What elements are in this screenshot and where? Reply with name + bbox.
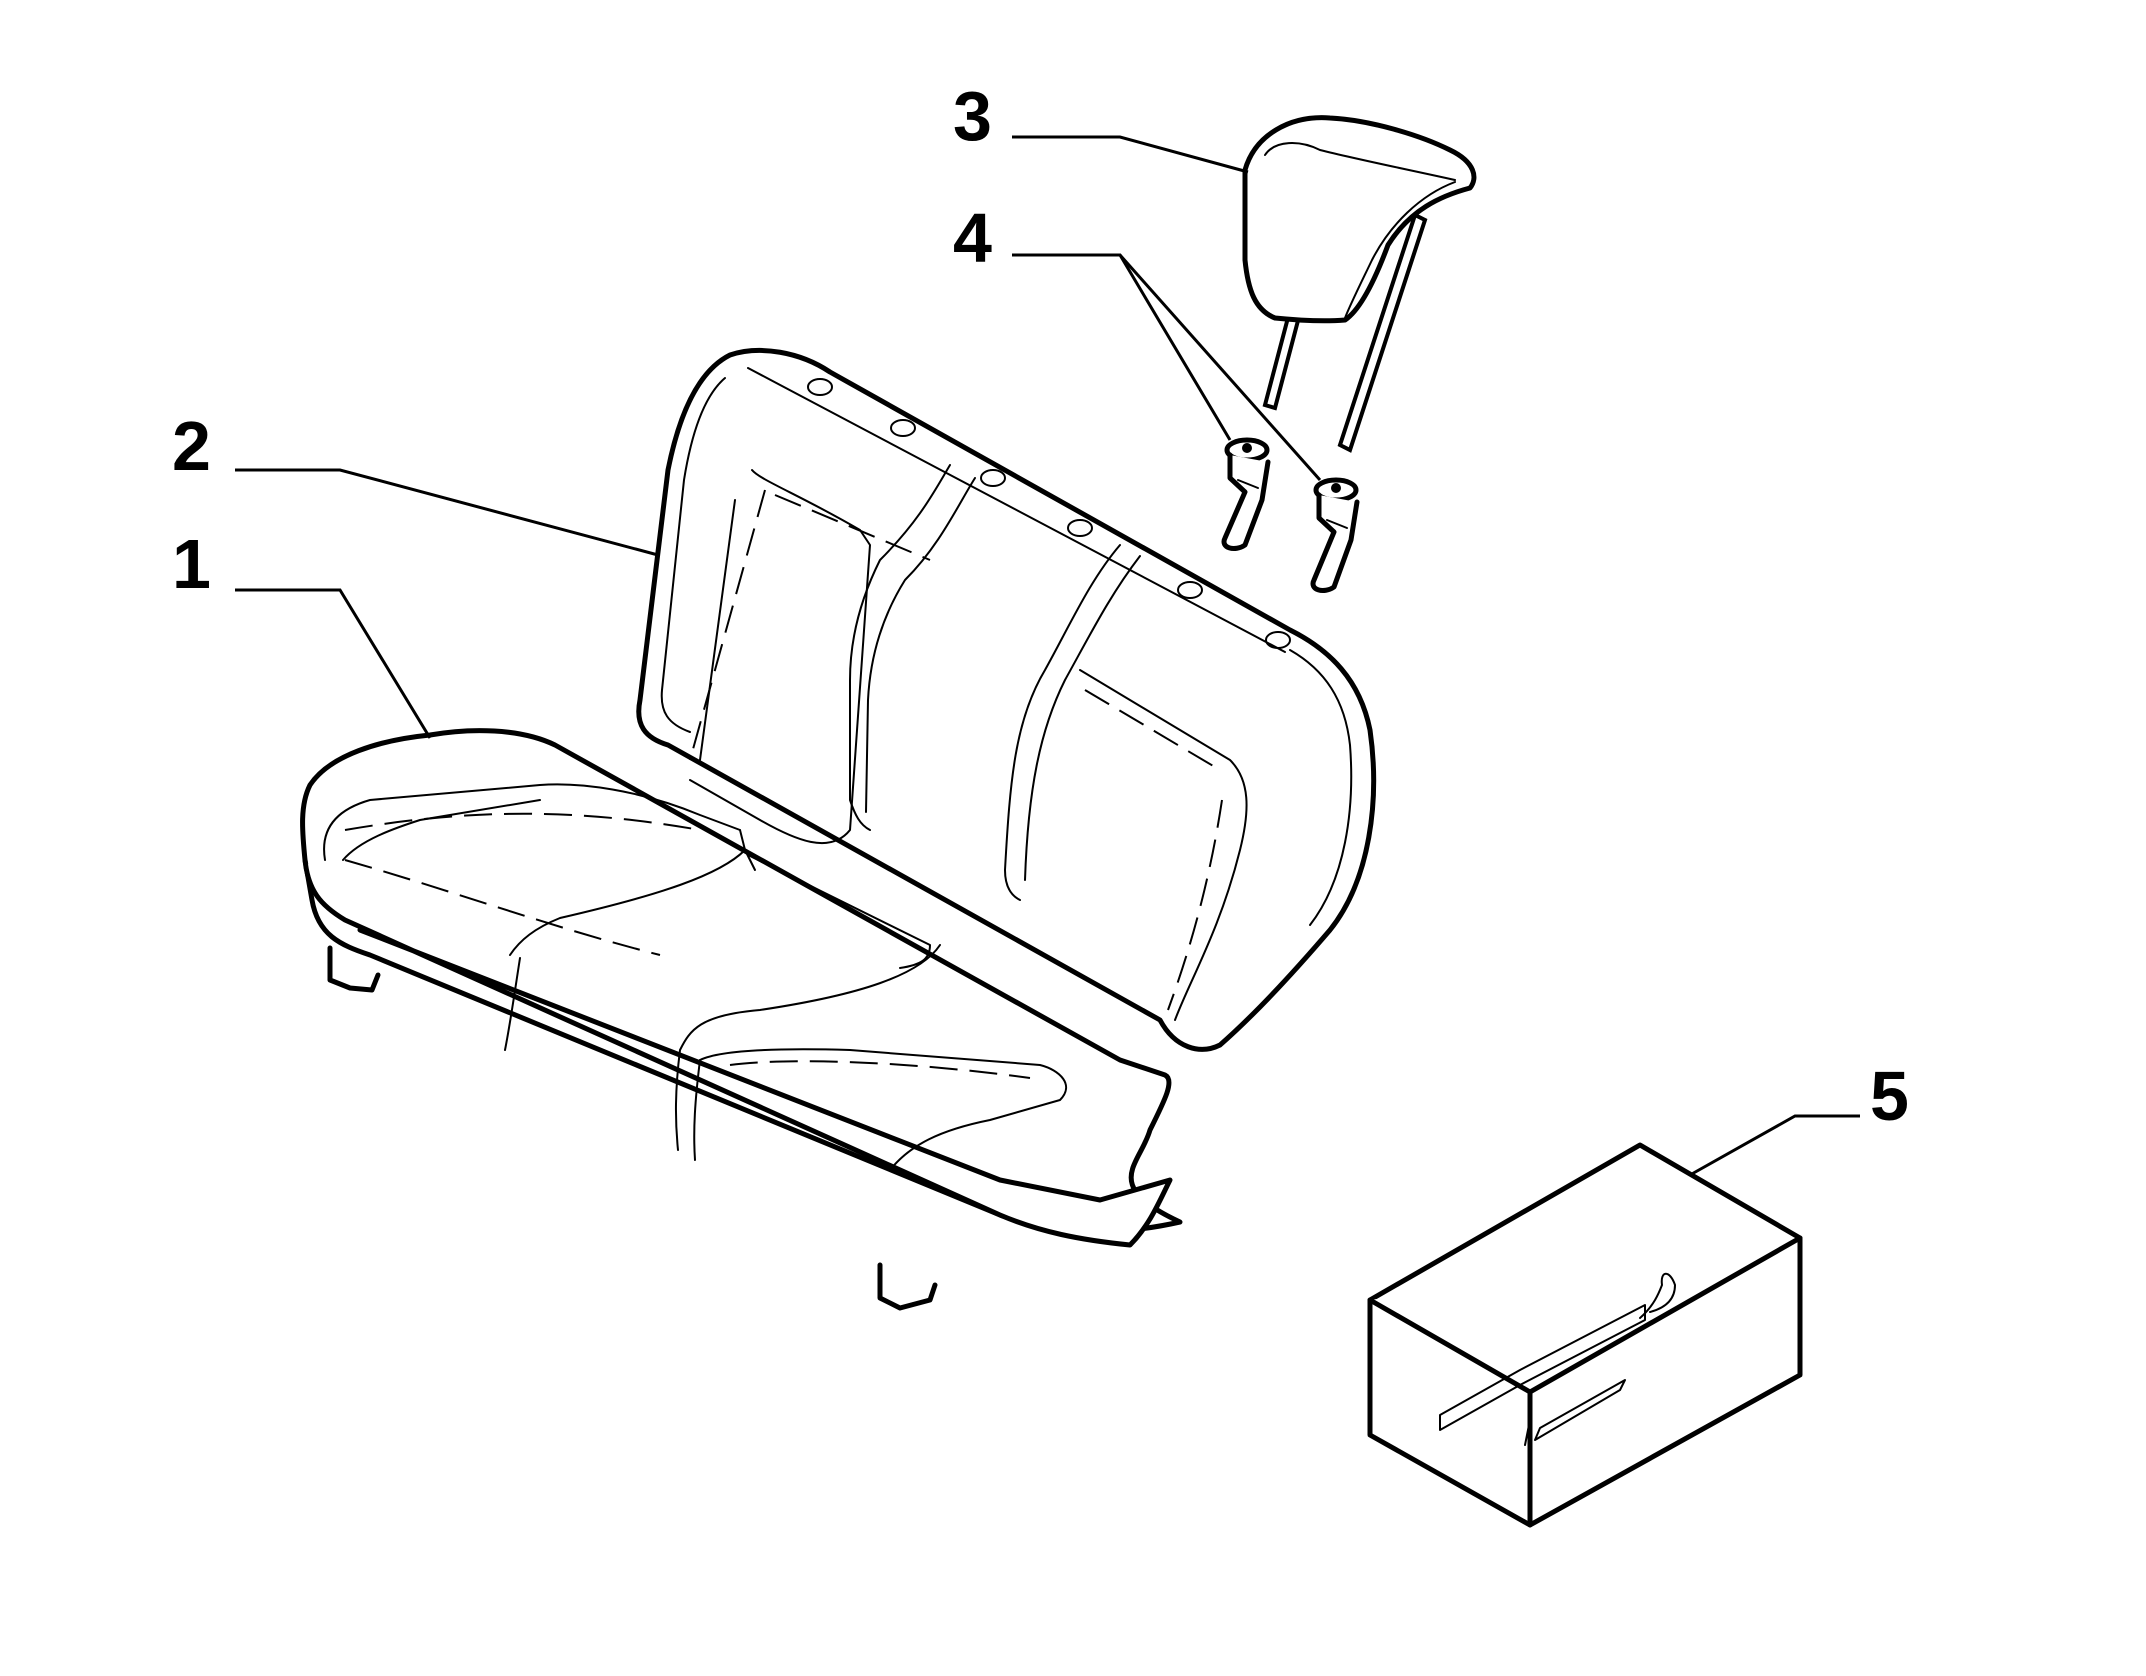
kit-box [1367,1142,1803,1528]
leader-5 [1689,1114,1860,1177]
callout-4: 4 [953,199,992,277]
callout-5: 5 [1870,1057,1909,1135]
leader-2 [235,468,659,557]
callout-2: 2 [172,407,211,485]
leader-4a [1012,253,1232,441]
headrest [1242,115,1477,453]
callout-3: 3 [953,77,992,155]
headrest-guide-left [1221,437,1271,551]
callout-1: 1 [172,525,211,603]
seat-cushion [300,728,1183,1311]
headrest-guide-right [1310,477,1360,593]
leader-4b [1118,254,1322,481]
seat-backrest [636,348,1377,1052]
leader-lines [235,135,1860,1177]
leader-3 [1012,135,1249,174]
leader-1 [235,588,432,739]
